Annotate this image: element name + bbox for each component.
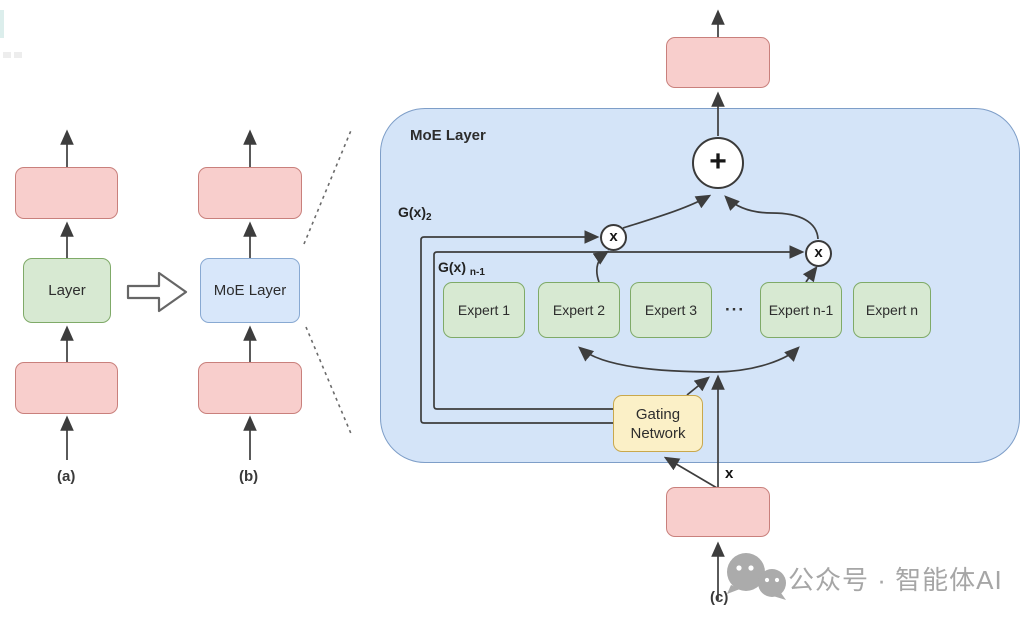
- gating-network-box: Gating Network: [613, 395, 703, 452]
- expert-3-label: Expert 3: [644, 302, 698, 318]
- expert-3-box: Expert 3: [630, 282, 712, 338]
- panel-a-caption: (a): [57, 468, 76, 485]
- panel-a-bottom-block: [15, 362, 118, 414]
- scan-artifact: [3, 52, 11, 58]
- multiply-symbol-1: x: [609, 228, 618, 245]
- input-x-label: x: [725, 465, 734, 482]
- gate-signal-outer-label: G(x)2: [398, 204, 432, 223]
- expert-n-label: Expert n: [865, 302, 919, 318]
- gate-rail-outer: [420, 230, 614, 424]
- gate-signal-inner-label: G(x) n-1: [438, 259, 485, 278]
- panel-b-caption: (b): [239, 468, 259, 485]
- multiply-node-1: x: [600, 224, 627, 251]
- arrow-expertn1-to-mult2: [802, 265, 818, 283]
- expert-n1-box: Expert n-1: [760, 282, 842, 338]
- arrow-fan-to-expertn1: [715, 346, 800, 373]
- panel-a-top-block: [15, 167, 118, 219]
- arrow-input-to-gating: [663, 456, 718, 489]
- moe-box-label: MoE Layer: [213, 282, 287, 299]
- expert-n-box: Expert n: [853, 282, 931, 338]
- arrow-gating-to-fan: [686, 376, 710, 396]
- sum-node: +: [692, 137, 744, 189]
- expert-1-label: Expert 1: [457, 302, 511, 318]
- layer-box-label: Layer: [48, 282, 86, 299]
- watermark-text: 公众号 · 智能体AI: [788, 565, 1003, 595]
- panel-c-output-block: [666, 37, 770, 88]
- gating-network-label: Gating Network: [630, 405, 686, 442]
- gate-signal-inner-sub: n-1: [469, 267, 485, 278]
- wechat-bubbles-icon: [727, 553, 786, 600]
- dashed-guide-top: [303, 127, 353, 245]
- gate-signal-outer-sub: 2: [426, 212, 432, 223]
- expert-2-box: Expert 2: [538, 282, 620, 338]
- scan-artifact: [0, 10, 4, 38]
- panel-b-bottom-block: [198, 362, 302, 414]
- arrow-fan-to-expert2: [578, 346, 717, 373]
- sum-symbol: +: [709, 144, 727, 178]
- panel-c-caption: (c): [710, 589, 729, 606]
- arrow-expert2-to-mult1: [592, 250, 610, 283]
- transform-arrow: [126, 271, 188, 313]
- expert-1-box: Expert 1: [443, 282, 525, 338]
- arrow-mult1-to-sum: [622, 194, 712, 229]
- scan-artifact: [14, 52, 22, 58]
- arrow-mult2-to-sum: [724, 195, 819, 240]
- panel-b-top-block: [198, 167, 302, 219]
- gate-rail-inner: [433, 245, 805, 410]
- panel-b-moe-box: MoE Layer: [200, 258, 300, 323]
- panel-c-input-block: [666, 487, 770, 537]
- expert-2-label: Expert 2: [552, 302, 606, 318]
- dashed-guide-bottom: [305, 326, 353, 437]
- experts-ellipsis: ···: [725, 300, 745, 319]
- moe-container-title: MoE Layer: [410, 127, 486, 144]
- expert-n1-label: Expert n-1: [768, 302, 834, 318]
- multiply-node-2: x: [805, 240, 832, 267]
- multiply-symbol-2: x: [814, 244, 823, 261]
- panel-a-layer-box: Layer: [23, 258, 111, 323]
